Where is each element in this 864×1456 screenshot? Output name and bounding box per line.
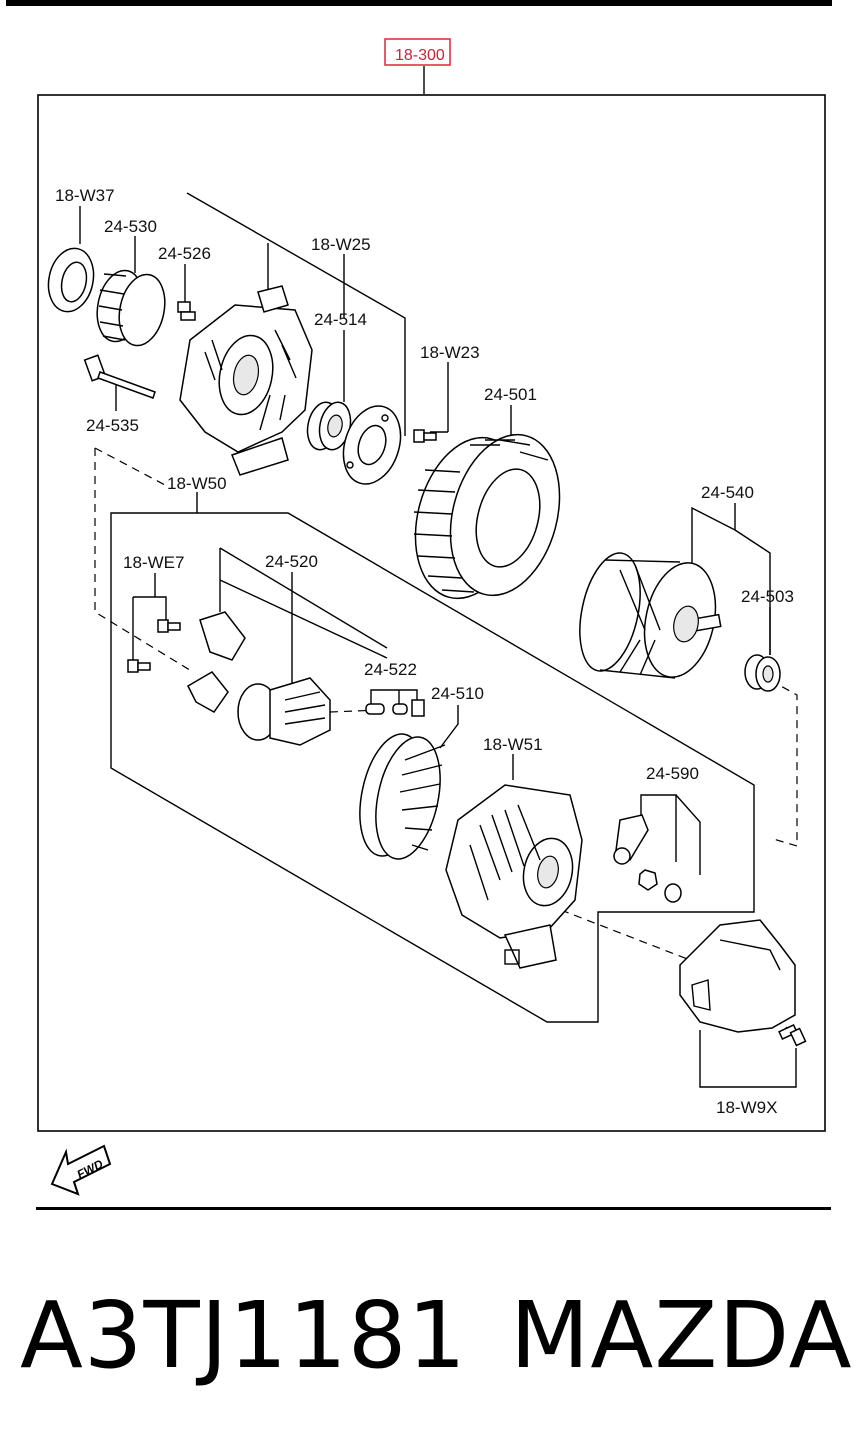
label-24-530[interactable]: 24-530 bbox=[104, 217, 157, 236]
part-18-we7-screws[interactable] bbox=[127, 619, 181, 673]
label-24-514[interactable]: 24-514 bbox=[314, 310, 367, 329]
part-bearing-retainer[interactable] bbox=[334, 399, 410, 492]
label-24-520[interactable]: 24-520 bbox=[265, 552, 318, 571]
group-code-box[interactable] bbox=[384, 38, 451, 66]
part-24-520-regulator[interactable] bbox=[237, 677, 331, 746]
part-number: A3TJ1181 bbox=[20, 1282, 467, 1389]
main-frame bbox=[37, 94, 826, 1132]
brand-name: MAZDA bbox=[510, 1282, 853, 1389]
top-border bbox=[6, 0, 832, 6]
label-24-510[interactable]: 24-510 bbox=[431, 684, 484, 703]
bottom-rule bbox=[36, 1207, 831, 1210]
part-24-510-rectifier[interactable] bbox=[350, 728, 450, 865]
part-24-590-terminal-kit[interactable] bbox=[613, 814, 682, 903]
label-24-503[interactable]: 24-503 bbox=[741, 587, 794, 606]
label-24-540[interactable]: 24-540 bbox=[701, 483, 754, 502]
part-24-526-bolt[interactable] bbox=[177, 301, 196, 321]
part-24-514-bearing[interactable] bbox=[303, 399, 354, 452]
label-24-535[interactable]: 24-535 bbox=[86, 416, 139, 435]
label-18-w37[interactable]: 18-W37 bbox=[55, 186, 115, 205]
part-24-530-pulley[interactable] bbox=[91, 266, 171, 350]
label-18-w51[interactable]: 18-W51 bbox=[483, 735, 543, 754]
label-24-590[interactable]: 24-590 bbox=[646, 764, 699, 783]
part-24-522-brushes[interactable] bbox=[365, 699, 425, 717]
part-18-w9x-screw[interactable] bbox=[778, 1023, 807, 1047]
label-18-we7[interactable]: 18-WE7 bbox=[123, 553, 184, 572]
part-18-w23-screw[interactable] bbox=[413, 429, 437, 443]
part-24-535-through-bolt[interactable] bbox=[83, 354, 156, 399]
fwd-arrow-icon: FWD bbox=[50, 1144, 112, 1196]
part-18-w37-seal[interactable] bbox=[43, 244, 99, 316]
part-rear-cover[interactable] bbox=[679, 919, 796, 1033]
label-18-w9x[interactable]: 18-W9X bbox=[716, 1098, 777, 1117]
fwd-label: FWD bbox=[75, 1157, 106, 1182]
part-terminal-plates[interactable] bbox=[187, 611, 246, 713]
part-front-housing[interactable] bbox=[179, 285, 313, 476]
part-24-540-rotor[interactable] bbox=[570, 547, 725, 683]
label-24-526[interactable]: 24-526 bbox=[158, 244, 211, 263]
part-24-501-stator[interactable] bbox=[399, 422, 577, 610]
part-18-w51-rear-housing[interactable] bbox=[445, 784, 583, 969]
label-18-w23[interactable]: 18-W23 bbox=[420, 343, 480, 362]
label-24-501[interactable]: 24-501 bbox=[484, 385, 537, 404]
group-code-label[interactable]: 18-300 bbox=[395, 47, 445, 64]
label-24-522[interactable]: 24-522 bbox=[364, 660, 417, 679]
label-18-w50[interactable]: 18-W50 bbox=[167, 474, 227, 493]
label-18-w25[interactable]: 18-W25 bbox=[311, 235, 371, 254]
part-24-503-rear-bearing[interactable] bbox=[744, 654, 781, 692]
